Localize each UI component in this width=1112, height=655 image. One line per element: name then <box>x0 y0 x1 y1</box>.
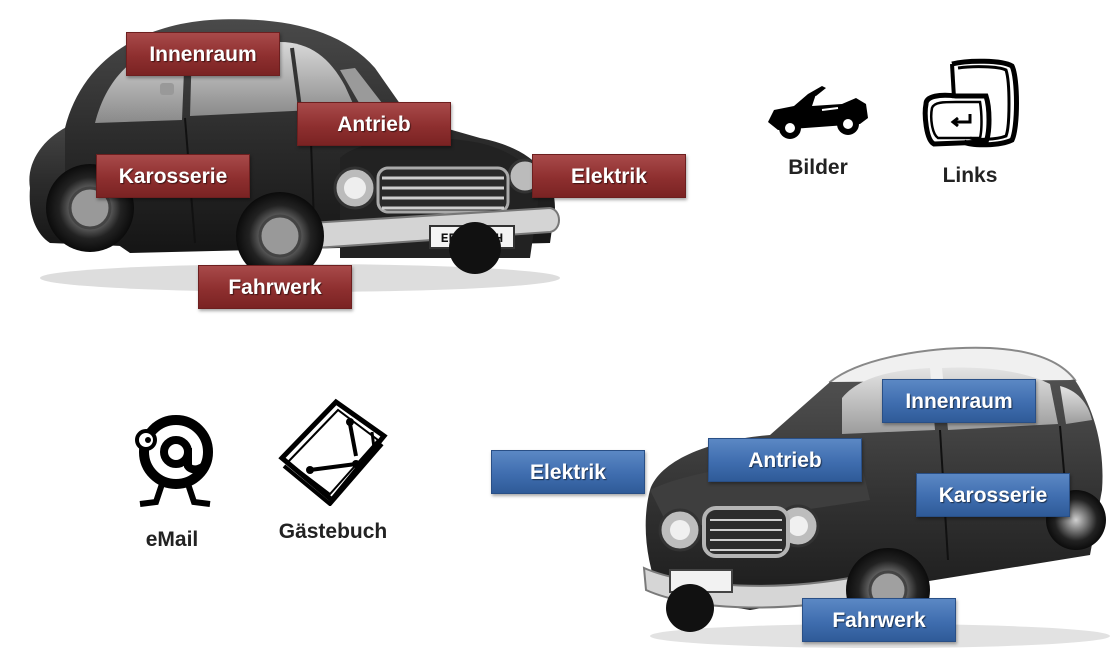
top-car-illustration: EBE V76H <box>29 19 560 292</box>
top-tag-fahrwerk[interactable]: Fahrwerk <box>198 265 352 309</box>
top-tag-antrieb[interactable]: Antrieb <box>297 102 451 146</box>
at-sign-character-icon <box>135 415 213 507</box>
nav-email[interactable]: eMail <box>118 410 226 552</box>
top-tag-elektrik[interactable]: Elektrik <box>532 154 686 198</box>
nav-email-label: eMail <box>145 528 199 551</box>
bottom-tag-karosserie[interactable]: Karosserie <box>916 473 1070 517</box>
bottom-tag-elektrik[interactable]: Elektrik <box>491 450 645 494</box>
top-tag-innenraum[interactable]: Innenraum <box>126 32 280 76</box>
nav-gaestebuch-label: Gästebuch <box>278 520 388 543</box>
bottom-tag-fahrwerk[interactable]: Fahrwerk <box>802 598 956 642</box>
nav-links-label: Links <box>942 164 998 187</box>
top-tag-karosserie[interactable]: Karosserie <box>96 154 250 198</box>
nav-gaestebuch[interactable]: Gästebuch <box>270 396 396 544</box>
convertible-car-icon <box>768 86 868 139</box>
bottom-tag-antrieb[interactable]: Antrieb <box>708 438 862 482</box>
chain-link-icon <box>922 58 1019 148</box>
nav-links[interactable]: Links <box>915 58 1025 188</box>
bottom-tag-innenraum[interactable]: Innenraum <box>882 379 1036 423</box>
nav-bilder-label: Bilder <box>788 156 848 179</box>
notebook-pen-icon <box>278 398 388 506</box>
nav-bilder[interactable]: Bilder <box>762 82 874 180</box>
top-car-image: EBE V76H <box>10 8 570 298</box>
